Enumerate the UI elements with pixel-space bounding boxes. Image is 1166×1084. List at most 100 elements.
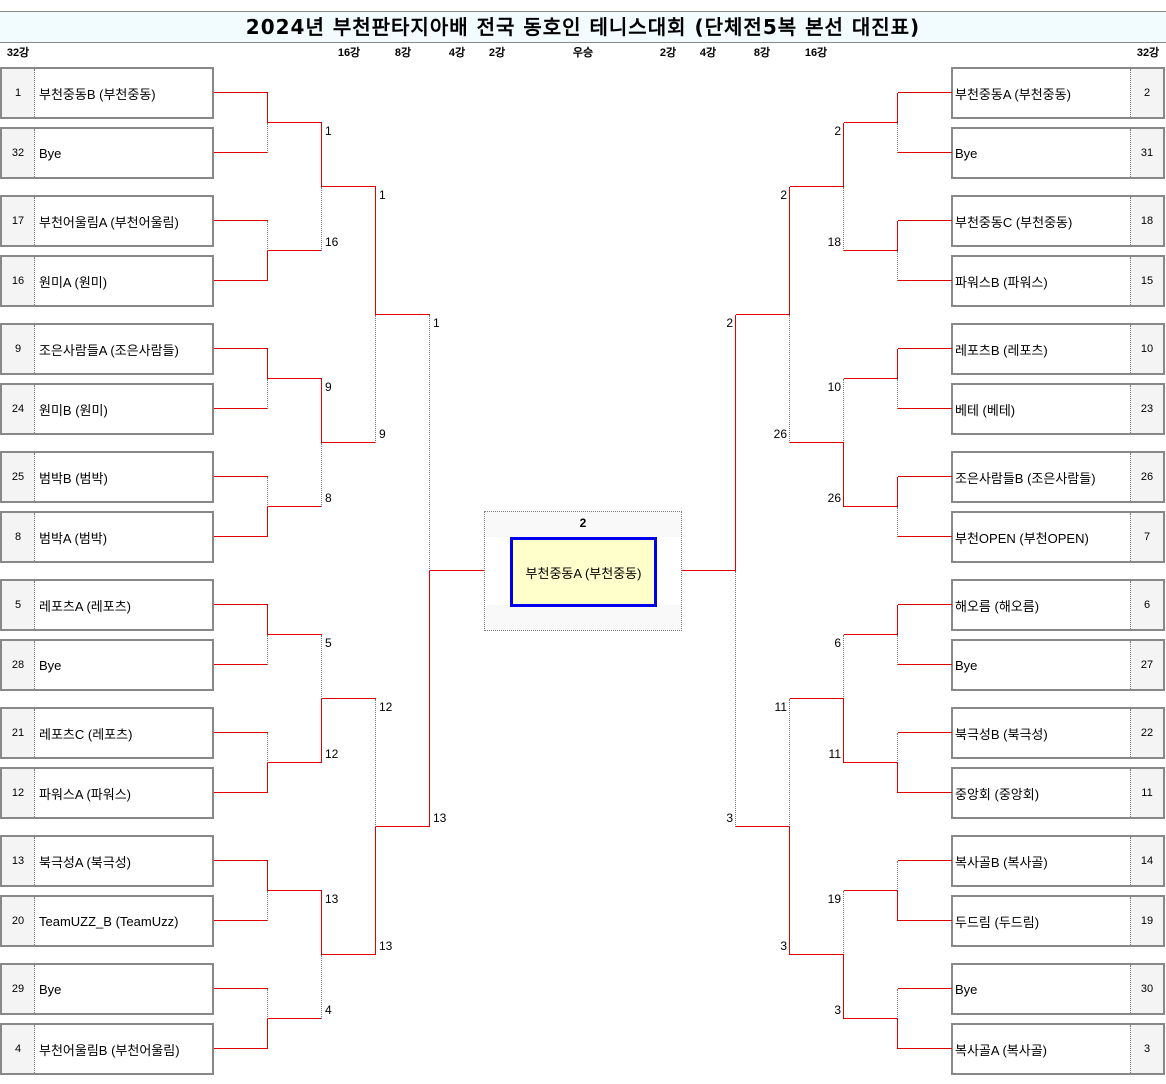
seed-number: 22 <box>1130 709 1163 757</box>
match-result: 1 <box>379 188 386 202</box>
team-slot[interactable]: 베테 (베테)23 <box>951 383 1165 435</box>
bracket-line <box>375 699 376 827</box>
team-name: Bye <box>39 657 62 673</box>
bracket-line <box>375 315 376 443</box>
bracket-line <box>789 827 790 955</box>
bracket-line <box>844 762 898 763</box>
bracket-line <box>267 93 268 123</box>
bracket-line <box>898 732 952 733</box>
bracket-line <box>735 571 736 827</box>
match-result: 2 <box>726 316 733 330</box>
bracket-line <box>430 570 484 571</box>
round-label: 16강 <box>804 47 828 59</box>
team-slot[interactable]: 북극성B (북극성)22 <box>951 707 1165 759</box>
seed-number: 19 <box>1130 897 1163 945</box>
bracket-line <box>375 827 376 955</box>
bracket-line <box>843 123 844 187</box>
team-name: 범박B (범박) <box>39 470 108 486</box>
team-slot[interactable]: 중앙회 (중앙회)11 <box>951 767 1165 819</box>
bracket-line <box>790 186 844 187</box>
team-name: 중앙회 (중앙회) <box>955 786 1040 802</box>
team-name: Bye <box>955 145 978 161</box>
team-slot[interactable]: 부천OPEN (부천OPEN)7 <box>951 511 1165 563</box>
team-name: TeamUZZ_B (TeamUzz) <box>39 913 179 929</box>
bracket-line <box>790 954 844 955</box>
seed-number: 32 <box>2 129 35 177</box>
bracket-line <box>268 378 322 379</box>
bracket-line <box>898 1048 952 1049</box>
bracket-line <box>267 605 268 635</box>
page-title: 2024년 부천판타지아배 전국 동호인 테니스대회 (단체전5복 본선 대진표… <box>0 11 1166 43</box>
team-slot[interactable]: 두드림 (두드림)19 <box>951 895 1165 947</box>
bracket-line <box>897 605 898 635</box>
bracket-line <box>322 442 376 443</box>
bracket-line <box>214 988 268 989</box>
team-slot[interactable]: 복사골B (복사골)14 <box>951 835 1165 887</box>
bracket-line <box>214 476 268 477</box>
seed-number: 4 <box>2 1025 35 1073</box>
bracket-line <box>897 989 898 1019</box>
bracket-line <box>376 314 430 315</box>
seed-number: 9 <box>2 325 35 373</box>
bracket-line <box>898 536 952 537</box>
bracket-line <box>321 891 322 955</box>
bracket-line <box>268 762 322 763</box>
seed-number: 20 <box>2 897 35 945</box>
bracket-line <box>321 699 322 763</box>
team-name: Bye <box>955 981 978 997</box>
bracket-line <box>844 1018 898 1019</box>
seed-number: 27 <box>1130 641 1163 689</box>
team-name: Bye <box>39 145 62 161</box>
bracket-line <box>267 989 268 1019</box>
match-result: 26 <box>827 491 841 505</box>
champion-box[interactable]: 부천중동A (부천중동) <box>510 537 657 607</box>
team-slot[interactable]: 해오름 (해오름)6 <box>951 579 1165 631</box>
seed-number: 15 <box>1130 257 1163 305</box>
team-slot[interactable]: 파워스B (파워스)15 <box>951 255 1165 307</box>
bracket-line <box>321 635 322 699</box>
bracket-line <box>268 1018 322 1019</box>
round-label: 8강 <box>394 47 412 59</box>
bracket-line <box>267 733 268 763</box>
team-slot[interactable]: 부천중동C (부천중동)18 <box>951 195 1165 247</box>
team-slot[interactable]: 복사골A (복사골)3 <box>951 1023 1165 1075</box>
match-result: 13 <box>379 939 393 953</box>
round-label: 16강 <box>337 47 361 59</box>
bracket-line <box>843 443 844 507</box>
team-name: 복사골B (복사골) <box>955 854 1048 870</box>
bracket-line <box>735 315 736 571</box>
team-name: 레포츠A (레포츠) <box>39 598 131 614</box>
match-result: 2 <box>834 124 841 138</box>
team-slot[interactable]: 조은사람들B (조은사람들)26 <box>951 451 1165 503</box>
team-slot[interactable]: 레포츠B (레포츠)10 <box>951 323 1165 375</box>
bracket-line <box>844 634 898 635</box>
bracket-line <box>376 826 430 827</box>
bracket-line <box>321 443 322 507</box>
seed-number: 12 <box>2 769 35 817</box>
match-result: 10 <box>827 380 841 394</box>
bracket-line <box>790 442 844 443</box>
team-slot[interactable]: 부천중동A (부천중동)2 <box>951 67 1165 119</box>
bracket-line <box>267 891 268 921</box>
bracket-line <box>897 861 898 891</box>
final-band-bottom <box>485 605 681 630</box>
